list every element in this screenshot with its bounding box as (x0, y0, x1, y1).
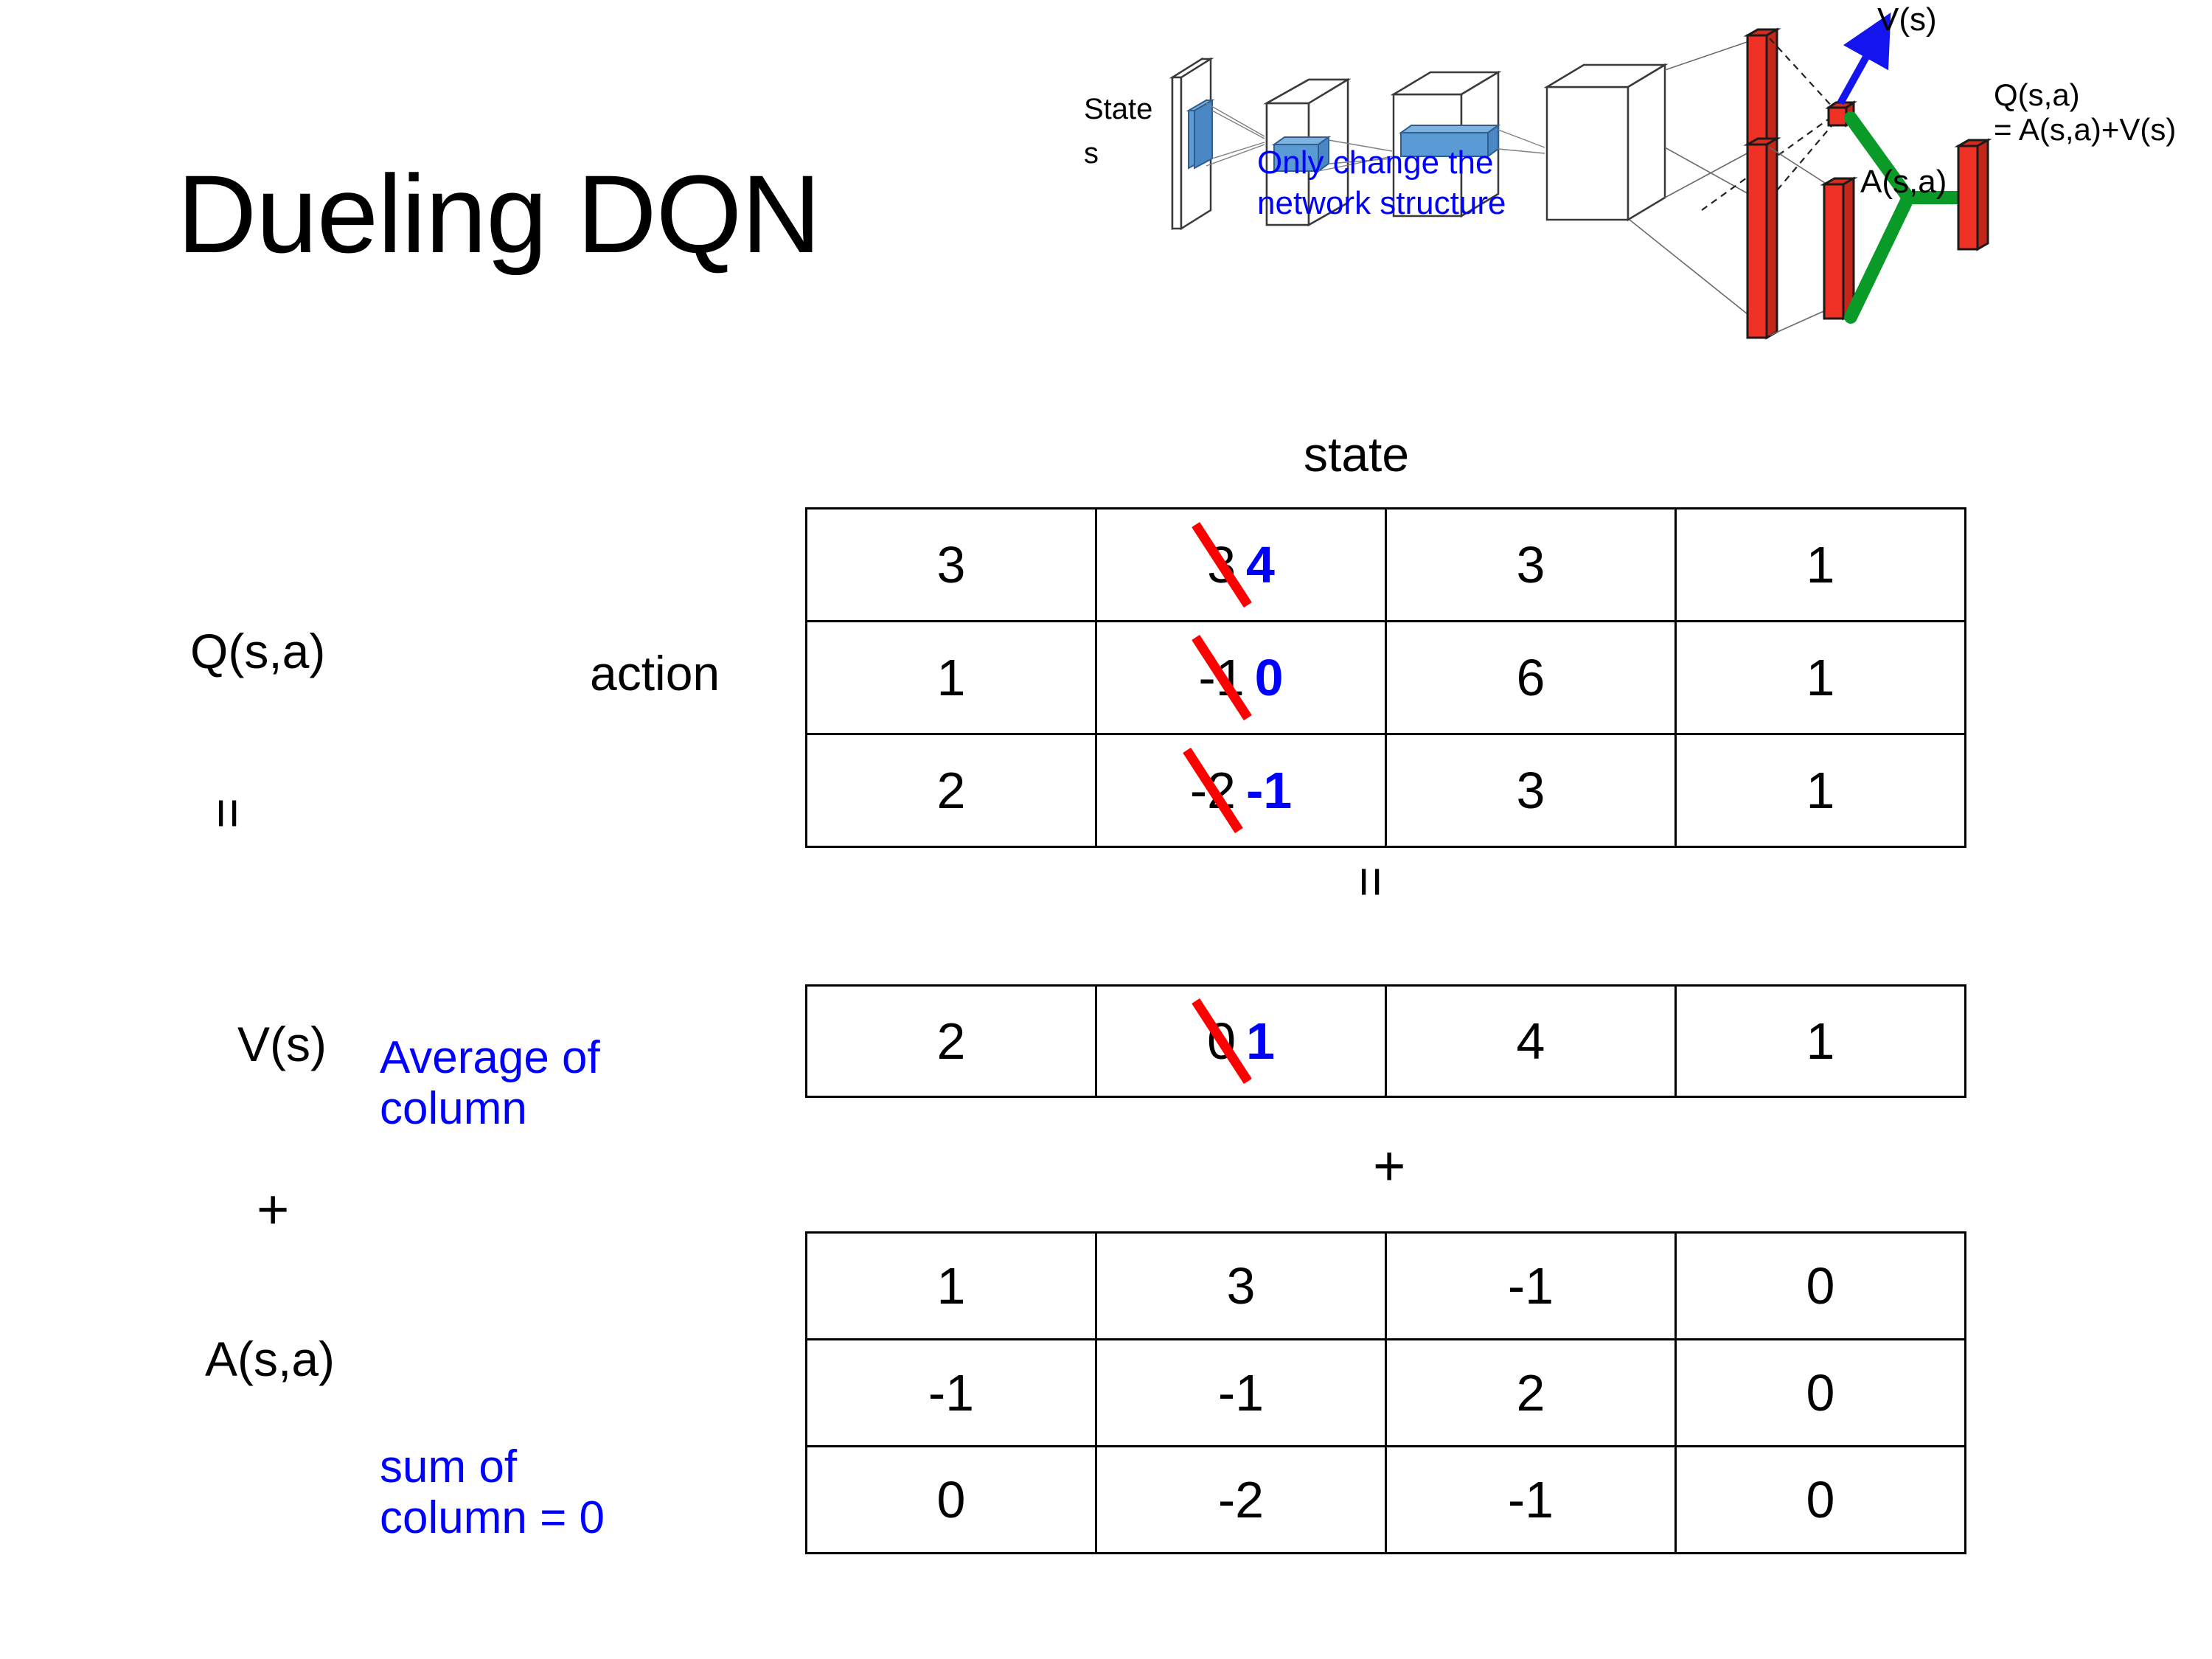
a-cell-r1c2: 3 (1095, 1231, 1387, 1340)
a-cell-r2c3: 2 (1385, 1338, 1677, 1447)
conv-block-3-shape (1543, 63, 1669, 222)
advantage-output-bar-shape (1820, 176, 1858, 321)
conv-patch-1-shape (1271, 136, 1332, 173)
strikethrough-mark (1191, 998, 1252, 1085)
equals-sign-middle: = (1341, 866, 1400, 898)
strikethrough-mark (1191, 634, 1252, 721)
q-new-value: 0 (1254, 649, 1284, 706)
input-patch-shape (1186, 99, 1215, 170)
a-cell-r1c1: 1 (805, 1231, 1097, 1340)
a-cell-r3c2: -2 (1095, 1445, 1387, 1554)
q-cell-r2c4: 1 (1674, 620, 1966, 735)
v-cell-r1c3: 4 (1385, 984, 1677, 1098)
plus-sign-middle: + (1373, 1135, 1406, 1197)
strikethrough-mark (1183, 747, 1243, 834)
a-cell-r1c4: 0 (1674, 1231, 1966, 1340)
q-cell-r1c3: 3 (1385, 507, 1677, 622)
action-axis-label: action (590, 646, 720, 700)
a-matrix-label: A(s,a) (205, 1332, 335, 1386)
v-cell-r1c1: 2 (805, 984, 1097, 1098)
q-old-value: -2 (1183, 747, 1243, 834)
v-output-label: V(s) (1877, 1, 1937, 38)
a-output-label: A(s,a) (1860, 164, 1947, 200)
q-cell-r3c4: 1 (1674, 733, 1966, 848)
q-matrix-label: Q(s,a) (190, 624, 326, 678)
combiner-shape (1844, 111, 1968, 324)
state-input-label: State s (1084, 93, 1153, 170)
q-old-value: 3 (1191, 521, 1252, 608)
a-cell-r1c3: -1 (1385, 1231, 1677, 1340)
a-cell-r3c4: 0 (1674, 1445, 1966, 1554)
q-cell-r3c2: -2-1 (1095, 733, 1387, 848)
q-cell-r3c3: 3 (1385, 733, 1677, 848)
q-cell-r3c1: 2 (805, 733, 1097, 848)
q-old-value: -1 (1191, 634, 1252, 721)
strikethrough-mark (1191, 521, 1252, 608)
q-cell-r1c4: 1 (1674, 507, 1966, 622)
q-cell-r1c1: 3 (805, 507, 1097, 622)
sum-of-column-note: sum of column = 0 (380, 1441, 605, 1544)
conv-patch-2-shape (1398, 124, 1501, 158)
q-output-label-line1: Q(s,a) (1994, 77, 2080, 112)
v-matrix-label: V(s) (237, 1017, 327, 1071)
state-axis-label: state (1304, 427, 1410, 481)
v-cell-r1c4: 1 (1674, 984, 1966, 1098)
q-cell-r2c3: 6 (1385, 620, 1677, 735)
q-cell-r2c1: 1 (805, 620, 1097, 735)
a-cell-r2c1: -1 (805, 1338, 1097, 1447)
equals-sign-left: = (198, 798, 257, 830)
q-output-bar-shape (1954, 138, 1992, 251)
q-output-label-line2: = A(s,a)+V(s) (1994, 112, 2177, 147)
v-new-value: 1 (1246, 1012, 1275, 1070)
page-title: Dueling DQN (177, 152, 821, 276)
v-old-value: 0 (1191, 998, 1252, 1085)
average-of-column-note: Average of column (380, 1032, 600, 1135)
v-arrow-icon (1837, 13, 1891, 105)
plus-sign-left: + (257, 1178, 290, 1241)
q-new-value: 4 (1246, 536, 1275, 594)
a-cell-r2c4: 0 (1674, 1338, 1966, 1447)
dueling-network-diagram: State s Only change the network structur… (1084, 0, 2212, 413)
a-cell-r3c1: 0 (805, 1445, 1097, 1554)
a-cell-r3c3: -1 (1385, 1445, 1677, 1554)
advantage-stream-bar-shape (1743, 136, 1781, 340)
q-new-value: -1 (1246, 762, 1293, 819)
only-change-note: Only change the network structure (1257, 145, 1506, 221)
a-cell-r2c2: -1 (1095, 1338, 1387, 1447)
